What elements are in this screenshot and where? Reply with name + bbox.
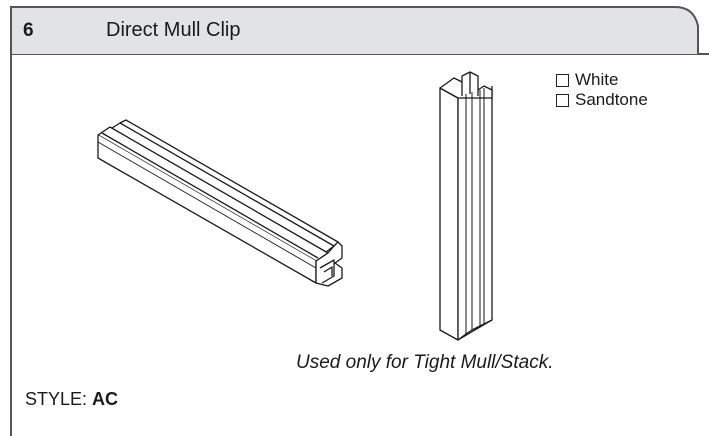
usage-note: Used only for Tight Mull/Stack.	[296, 352, 554, 373]
option-white-label: White	[575, 70, 619, 89]
color-options: White Sandtone	[556, 70, 648, 110]
sheet-frame	[10, 6, 709, 436]
style-value: AC	[92, 389, 119, 409]
horizontal-clip-icon	[97, 119, 343, 287]
option-sandtone[interactable]: Sandtone	[556, 90, 648, 110]
item-title: Direct Mull Clip	[106, 19, 241, 41]
option-sandtone-label: Sandtone	[575, 90, 648, 109]
white-checkbox[interactable]	[556, 73, 569, 87]
item-number: 6	[23, 20, 34, 41]
sandtone-checkbox[interactable]	[556, 93, 569, 107]
style-label: STYLE:	[25, 389, 88, 409]
section-header: 6 Direct Mull Clip	[10, 6, 698, 50]
product-sheet: 6 Direct Mull Clip	[10, 0, 709, 436]
option-white[interactable]: White	[556, 70, 648, 90]
vertical-clip-icon	[439, 71, 493, 341]
style-line: STYLE: AC	[25, 389, 118, 410]
